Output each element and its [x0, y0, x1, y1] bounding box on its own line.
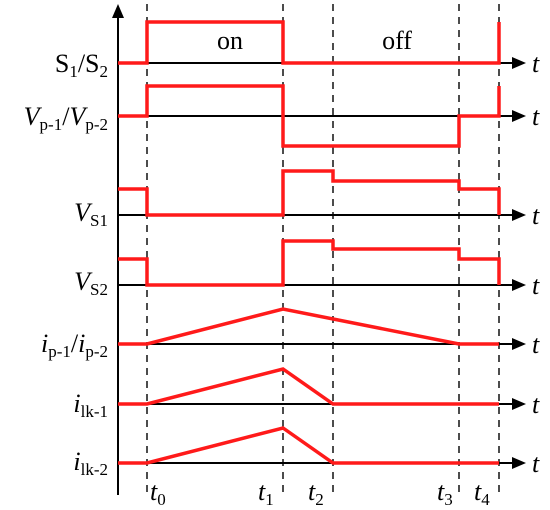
row-label-part: i — [73, 447, 80, 476]
axis-symbol-t-vs1: t — [532, 201, 540, 230]
row-label-part: S1 — [90, 211, 108, 230]
row-label-part: S2 — [90, 280, 108, 299]
axis-symbol-t-vp: t — [532, 102, 540, 131]
row-label-part: lk-2 — [81, 460, 108, 479]
time-label-t2: t2 — [308, 477, 324, 509]
waveform-ip — [118, 307, 499, 346]
row-label-part: 2 — [100, 62, 109, 81]
axis-symbol-t-ip: t — [532, 330, 540, 359]
time-label-sub: 3 — [444, 490, 453, 509]
row-label-part: p-1 — [48, 342, 71, 361]
region-label-off: off — [382, 26, 412, 55]
axis-symbol-t-ilk1: t — [532, 390, 540, 419]
row-label-part: /S — [78, 49, 100, 78]
baseline-arrow-ip — [512, 338, 526, 350]
vertical-axis-arrow — [112, 4, 124, 18]
row-label-vs2: VS2 — [74, 267, 108, 299]
row-label-part: / — [62, 102, 70, 131]
waveforms — [118, 20, 501, 465]
baseline-arrow-s — [512, 57, 526, 69]
time-label-main: t — [150, 477, 158, 506]
baseline-arrow-vs2 — [512, 279, 526, 291]
waveform-ilk1 — [118, 367, 499, 406]
row-label-s1-s2: S1/S2 — [55, 49, 108, 81]
row-label-part: p-2 — [85, 342, 108, 361]
time-label-main: t — [474, 477, 482, 506]
axis-symbol-t-s: t — [532, 49, 540, 78]
waveform-vp — [118, 84, 501, 148]
row-label-part: V — [74, 198, 93, 227]
row-label-part: i — [41, 329, 48, 358]
time-label-main: t — [308, 477, 316, 506]
waveform-s1-s2 — [118, 20, 501, 65]
row-label-ilk2: ilk-2 — [73, 447, 108, 479]
axis-symbol-t-vs2: t — [532, 271, 540, 300]
row-label-part: V — [69, 102, 88, 131]
row-label-ilk1: ilk-1 — [73, 389, 108, 421]
row-label-part: S — [55, 49, 69, 78]
baseline-arrow-vp — [512, 110, 526, 122]
baseline-arrow-vs1 — [512, 209, 526, 221]
time-label-t0: t0 — [150, 477, 166, 509]
baseline-arrow-ilk2 — [512, 457, 526, 469]
waveform-vs2 — [118, 239, 501, 287]
time-label-sub: 1 — [265, 490, 274, 509]
axis-symbol-t-ilk2: t — [532, 449, 540, 478]
time-label-sub: 0 — [157, 490, 166, 509]
time-label-t1: t1 — [258, 477, 274, 509]
time-label-main: t — [258, 477, 266, 506]
baseline-arrow-ilk1 — [512, 398, 526, 410]
row-label-part: V — [24, 102, 43, 131]
row-label-part: V — [74, 267, 93, 296]
row-label-vp: Vp-1/Vp-2 — [24, 102, 108, 134]
time-label-t3: t3 — [437, 477, 453, 509]
row-label-part: p-2 — [85, 115, 108, 134]
row-label-ip: ip-1/ip-2 — [41, 329, 108, 361]
time-label-t4: t4 — [474, 477, 490, 509]
row-label-part: p-1 — [40, 115, 63, 134]
row-label-part: i — [73, 389, 80, 418]
waveform-vs1 — [118, 169, 501, 217]
region-label-on: on — [217, 26, 243, 55]
waveform-ilk2 — [118, 426, 499, 465]
row-label-part: / — [71, 329, 79, 358]
row-label-part: 1 — [69, 62, 78, 81]
time-label-main: t — [437, 477, 445, 506]
time-label-sub: 2 — [315, 490, 324, 509]
time-label-sub: 4 — [481, 490, 490, 509]
row-label-part: lk-1 — [81, 402, 108, 421]
row-label-part: i — [78, 329, 85, 358]
row-label-vs1: VS1 — [74, 198, 108, 230]
